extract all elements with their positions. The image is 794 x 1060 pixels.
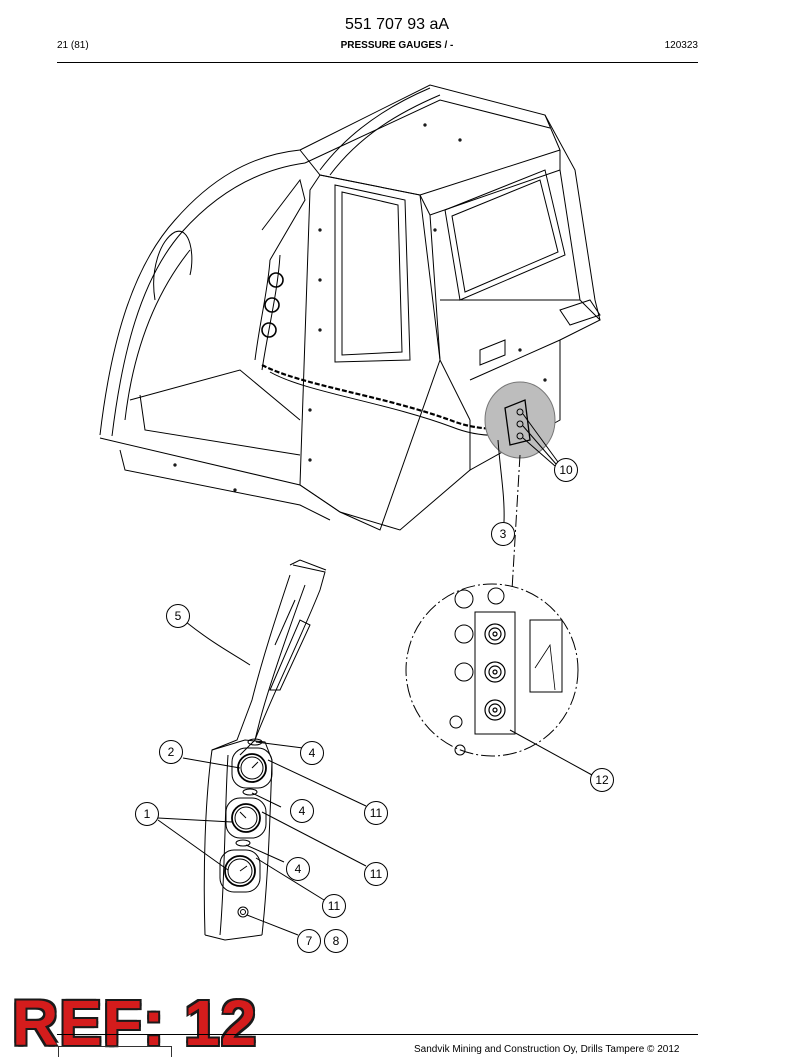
callout-5[interactable]: 5 [166, 604, 190, 628]
callout-2[interactable]: 2 [159, 740, 183, 764]
callout-12[interactable]: 12 [590, 768, 614, 792]
date-code: 120323 [664, 40, 698, 51]
callout-1[interactable]: 1 [135, 802, 159, 826]
callout-11-lower[interactable]: 11 [322, 894, 346, 918]
callout-4-middle[interactable]: 4 [290, 799, 314, 823]
footer-rule [57, 1034, 698, 1035]
detail-view-12 [405, 583, 593, 776]
cab-illustration [99, 84, 601, 531]
callout-8[interactable]: 8 [324, 929, 348, 953]
document-number: 551 707 93 aA [344, 16, 450, 33]
leader-lines-lower-left [157, 621, 367, 936]
callout-3[interactable]: 3 [491, 522, 515, 546]
page-number: 21 (81) [57, 40, 89, 51]
pillar-illustration [203, 559, 327, 941]
ref-overlay-label: REF: 12 [12, 987, 258, 1059]
footer-copyright: Sandvik Mining and Construction Oy, Dril… [414, 1044, 680, 1055]
callout-11-upper[interactable]: 11 [364, 801, 388, 825]
header-rule [57, 62, 698, 63]
callout-11-middle[interactable]: 11 [364, 862, 388, 886]
callout-10[interactable]: 10 [554, 458, 578, 482]
callout-4-upper[interactable]: 4 [300, 741, 324, 765]
callout-4-lower[interactable]: 4 [286, 857, 310, 881]
leader-lines-upper [497, 413, 559, 591]
section-title: PRESSURE GAUGES / - [340, 40, 454, 51]
manufacturer-logo [58, 1046, 172, 1057]
callout-7[interactable]: 7 [297, 929, 321, 953]
